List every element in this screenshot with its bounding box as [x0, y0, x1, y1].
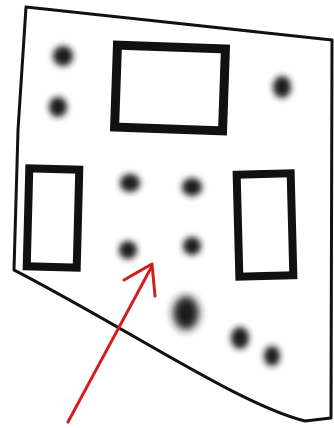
spot-top-left-upper	[53, 46, 73, 66]
spot-bottom-right-lower	[264, 346, 280, 366]
spot-center-upper-left	[120, 174, 140, 192]
spot-top-right	[273, 76, 291, 98]
spot-center-lower-left	[119, 241, 137, 259]
spot-center-upper-right	[182, 178, 202, 196]
spot-top-left-lower	[49, 97, 67, 117]
spot-bottom-center-large	[173, 296, 199, 330]
spot-center-lower-right	[183, 237, 201, 255]
panel-outline	[14, 7, 332, 421]
spot-bottom-right-upper	[231, 327, 249, 349]
